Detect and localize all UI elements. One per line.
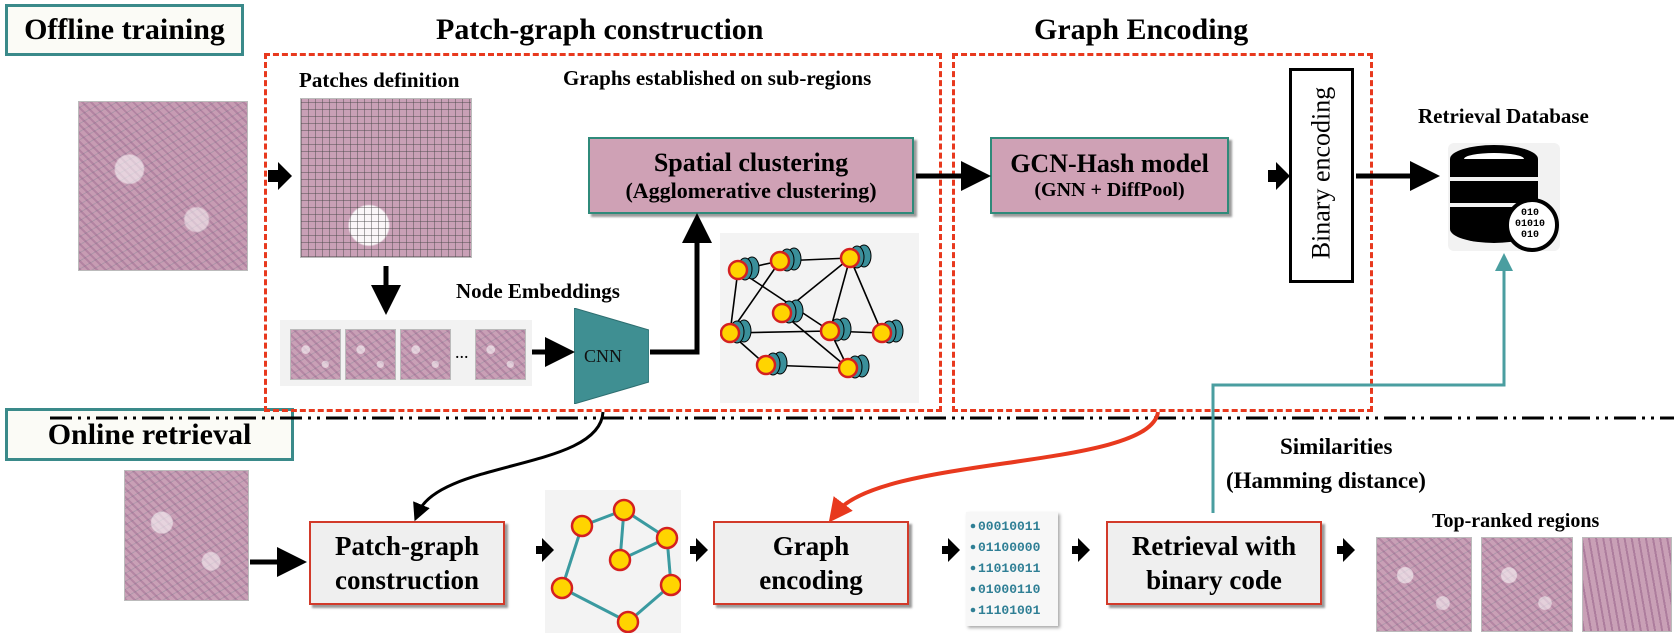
- binary-code-3: 11010011: [978, 561, 1041, 576]
- top-ranked-label: Top-ranked regions: [1432, 510, 1600, 532]
- offline-training-label: Offline training: [5, 4, 244, 56]
- patch-tile-3: [400, 329, 451, 380]
- graph-encoding-box: Graph encoding: [713, 521, 909, 605]
- online-retrieval-text: Online retrieval: [47, 417, 252, 451]
- offline-training-text: Offline training: [24, 13, 225, 46]
- graph-encoding-region: [952, 53, 1373, 412]
- input-wsi-image: [78, 101, 248, 271]
- patch-ellipsis: ...: [455, 342, 469, 362]
- spatial-clustering-title: Spatial clustering: [653, 147, 849, 177]
- query-region-image: [124, 470, 249, 601]
- gcn-hash-title: GCN-Hash model: [1010, 149, 1209, 178]
- rb-line-1: Retrieval with: [1131, 531, 1297, 561]
- binary-code-5: 11101001: [978, 603, 1041, 618]
- binary-encoding-box: [1289, 68, 1354, 283]
- section-divider: [50, 416, 1674, 420]
- binary-bullets: [970, 523, 976, 613]
- binary-code-4: 01000110: [978, 582, 1041, 597]
- patch-graph-construction-title: Patch-graph construction: [436, 13, 764, 46]
- patches-definition-label: Patches definition: [299, 68, 460, 92]
- top-ranked-image-2: [1481, 537, 1573, 632]
- gcn-hash-box: GCN-Hash model (GNN + DiffPool): [990, 137, 1229, 214]
- cluster-graph-illustration: [720, 233, 919, 403]
- spatial-clustering-subtitle: (Agglomerative clustering): [625, 177, 877, 203]
- db-bits-1: 010: [1521, 208, 1540, 219]
- binary-code-1: 00010011: [978, 519, 1041, 534]
- cnn-label: CNN: [584, 346, 623, 366]
- ge-line-1: Graph: [772, 531, 850, 561]
- cnn-trapezoid: [574, 308, 649, 404]
- top-ranked-image-3: [1582, 537, 1672, 632]
- patch-tile-1: [290, 329, 341, 380]
- spatial-clustering-box: Spatial clustering (Agglomerative cluste…: [588, 137, 914, 214]
- db-bits-2: 01010: [1515, 219, 1546, 230]
- database-icon: [1448, 143, 1560, 252]
- similarities-label: Similarities: [1280, 434, 1393, 459]
- db-bits-3: 010: [1521, 230, 1540, 241]
- retrieval-database-label: Retrieval Database: [1418, 104, 1589, 128]
- node-embeddings-label: Node Embeddings: [456, 279, 620, 303]
- patch-graph-region: [264, 53, 942, 412]
- patch-graph-construction-box: Patch-graph construction: [309, 521, 505, 605]
- patch-tile-2: [345, 329, 396, 380]
- binary-code-sheet: [966, 512, 1058, 626]
- top-ranked-image-1: [1376, 537, 1472, 632]
- rb-line-2: binary code: [1146, 565, 1282, 595]
- patch-graph-illustration: [545, 490, 681, 633]
- gcn-hash-subtitle: (GNN + DiffPool): [1034, 179, 1185, 201]
- pg-line-1: Patch-graph: [335, 531, 479, 561]
- pg-line-2: construction: [335, 565, 479, 595]
- ge-line-2: encoding: [759, 565, 863, 595]
- graph-encoding-title: Graph Encoding: [1034, 13, 1249, 46]
- cluster-nodes: [720, 244, 904, 379]
- retrieval-binary-code-box: Retrieval with binary code: [1106, 521, 1322, 605]
- patches-grid-image: [300, 98, 472, 258]
- binary-code-2: 01100000: [978, 540, 1041, 555]
- hamming-distance-label: (Hamming distance): [1226, 468, 1426, 493]
- patch-tile-n: [475, 329, 526, 380]
- graphs-subregions-label: Graphs established on sub-regions: [563, 66, 872, 90]
